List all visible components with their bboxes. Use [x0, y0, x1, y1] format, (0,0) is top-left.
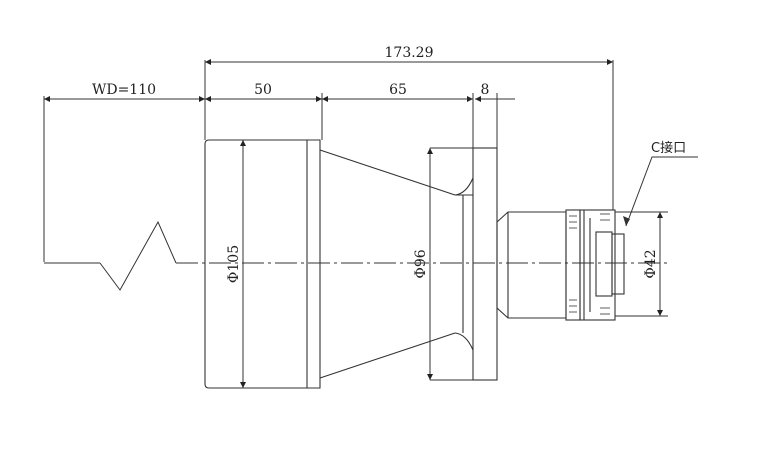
dim-text-8: 8 — [481, 82, 490, 98]
dim-text-96: Φ96 — [413, 249, 429, 278]
dim-text-wd: WD=110 — [92, 82, 156, 98]
mount-texture — [569, 213, 610, 315]
front-barrel — [204, 139, 321, 389]
dim-text-105: Φ105 — [226, 245, 242, 283]
dim-text-42: Φ42 — [643, 249, 659, 278]
mount-leader-line — [625, 156, 698, 227]
cone-section — [319, 149, 474, 379]
break-symbol — [99, 220, 177, 291]
dimension-lines — [44, 59, 613, 102]
mount-callout-label: C接口 — [651, 140, 686, 156]
dim-42 — [615, 211, 668, 317]
dim-text-50: 50 — [254, 82, 272, 98]
dim-text-65: 65 — [389, 82, 407, 98]
flange — [472, 147, 498, 381]
dim-text-overall: 173.29 — [385, 45, 434, 61]
rear-mount — [496, 209, 625, 321]
